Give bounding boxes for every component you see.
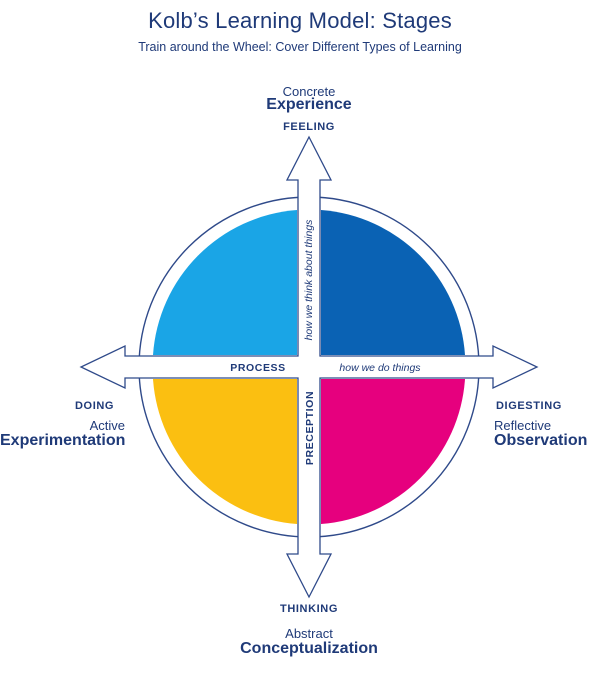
horizontal-left-arm-label: PROCESS: [230, 362, 286, 374]
page-title: Kolb’s Learning Model: Stages: [148, 8, 452, 33]
vertical-lower-arm-label: PRECEPTION: [304, 391, 316, 465]
bottom-axis-label: THINKING: [280, 603, 338, 615]
vertical-upper-arm-label: how we think about things: [303, 219, 315, 341]
quadrant-top-right: [321, 210, 465, 355]
quadrant-bottom-left: [153, 379, 297, 524]
top-stage-name: Experience: [266, 96, 352, 113]
page-subtitle: Train around the Wheel: Cover Different …: [138, 40, 462, 54]
cross-arrow: [79, 135, 539, 599]
right-stage-prefix: Reflective: [494, 418, 552, 433]
bottom-stage-prefix: Abstract: [285, 626, 333, 641]
left-axis-label: DOING: [75, 400, 115, 412]
quadrant-top-left: [153, 210, 297, 355]
left-stage-prefix: Active: [89, 418, 125, 433]
top-axis-label: FEELING: [283, 121, 335, 133]
left-stage-name: Experimentation: [0, 432, 126, 449]
bottom-stage-name: Conceptualization: [240, 640, 378, 657]
right-stage-name: Observation: [494, 432, 588, 449]
quadrant-bottom-right: [321, 379, 465, 524]
horizontal-right-arm-label: how we do things: [339, 362, 421, 374]
top-stage-prefix: Concrete: [282, 84, 336, 99]
right-axis-label: DIGESTING: [496, 400, 562, 412]
